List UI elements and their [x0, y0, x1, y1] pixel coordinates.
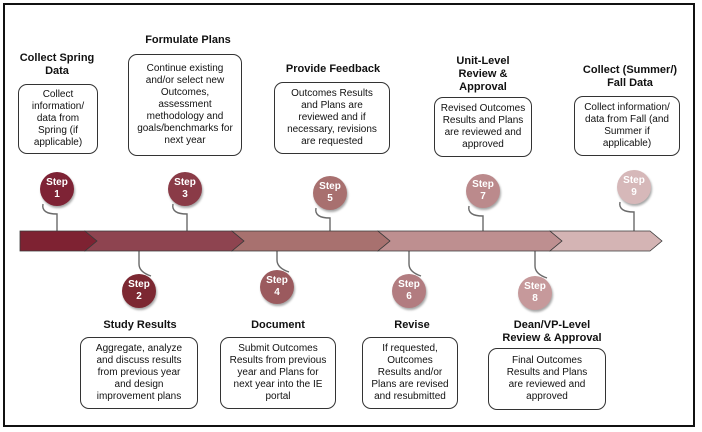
- step-5-circle: Step 5: [313, 176, 347, 210]
- step-9-box: Collect information/ data from Fall (and…: [574, 96, 680, 156]
- connector-line-9: [534, 251, 548, 279]
- step-2-box: Aggregate, analyze and discuss results f…: [80, 337, 198, 409]
- connector-line-5: [619, 201, 635, 231]
- step-7-title: Unit-Level Review & Approval: [456, 55, 510, 93]
- step-6-circle: Step 6: [392, 274, 426, 308]
- step-9-number: 9: [631, 187, 637, 198]
- step-8-number: 8: [532, 293, 538, 304]
- step-4-label: Step: [266, 275, 288, 286]
- timeline-segment-5: [548, 230, 663, 252]
- step-1-number: 1: [54, 189, 60, 200]
- connector-line-7: [276, 251, 290, 273]
- timeline-segment-1: [19, 230, 98, 252]
- connector-line-3: [315, 207, 331, 231]
- step-3-number: 3: [182, 189, 188, 200]
- step-7-box: Revised Outcomes Results and Plans are r…: [434, 97, 532, 157]
- connector-lines: [42, 201, 635, 279]
- timeline-segment-3: [230, 230, 391, 252]
- step-2-title: Study Results: [103, 319, 177, 331]
- step-4-circle: Step 4: [260, 270, 294, 304]
- step-6-box: If requested, Outcomes Results and/or Pl…: [362, 337, 458, 409]
- step-5-box: Outcomes Results and Plans are reviewed …: [274, 82, 390, 154]
- step-1-circle: Step 1: [40, 172, 74, 206]
- step-1-title: Collect Spring Data: [19, 52, 95, 77]
- step-8-box: Final Outcomes Results and Plans are rev…: [488, 348, 606, 410]
- step-3-box: Continue existing and/or select new Outc…: [128, 54, 242, 156]
- step-6-title: Revise: [394, 319, 430, 331]
- step-9-label: Step: [623, 175, 645, 186]
- step-4-number: 4: [274, 287, 280, 298]
- step-1-box: Collect information/ data from Spring (i…: [18, 84, 98, 154]
- connector-line-6: [138, 251, 152, 277]
- step-4-title: Document: [251, 319, 305, 331]
- connector-line-1: [42, 203, 58, 231]
- step-7-label: Step: [472, 179, 494, 190]
- step-4-box: Submit Outcomes Results from previous ye…: [220, 337, 336, 409]
- timeline-segment-4: [376, 230, 563, 252]
- step-5-label: Step: [319, 181, 341, 192]
- step-8-circle: Step 8: [518, 276, 552, 310]
- step-6-number: 6: [406, 291, 412, 302]
- step-3-title: Formulate Plans: [145, 34, 231, 46]
- step-5-number: 5: [327, 193, 333, 204]
- timeline-chevrons: [19, 230, 663, 252]
- step-2-label: Step: [128, 279, 150, 290]
- connector-line-4: [468, 205, 484, 231]
- step-3-label: Step: [174, 177, 196, 188]
- step-6-label: Step: [398, 279, 420, 290]
- diagram-frame: [3, 3, 695, 427]
- step-1-label: Step: [46, 177, 68, 188]
- step-2-circle: Step 2: [122, 274, 156, 308]
- step-8-title: Dean/VP-Level Review & Approval: [502, 319, 602, 344]
- connector-line-8: [408, 251, 422, 277]
- step-7-circle: Step 7: [466, 174, 500, 208]
- step-7-number: 7: [480, 191, 486, 202]
- connector-line-2: [172, 203, 188, 231]
- step-8-label: Step: [524, 281, 546, 292]
- step-2-number: 2: [136, 291, 142, 302]
- step-5-title: Provide Feedback: [285, 63, 381, 75]
- step-9-title: Collect (Summer/) Fall Data: [582, 64, 678, 89]
- step-9-circle: Step 9: [617, 170, 651, 204]
- step-3-circle: Step 3: [168, 172, 202, 206]
- timeline-segment-2: [83, 230, 245, 252]
